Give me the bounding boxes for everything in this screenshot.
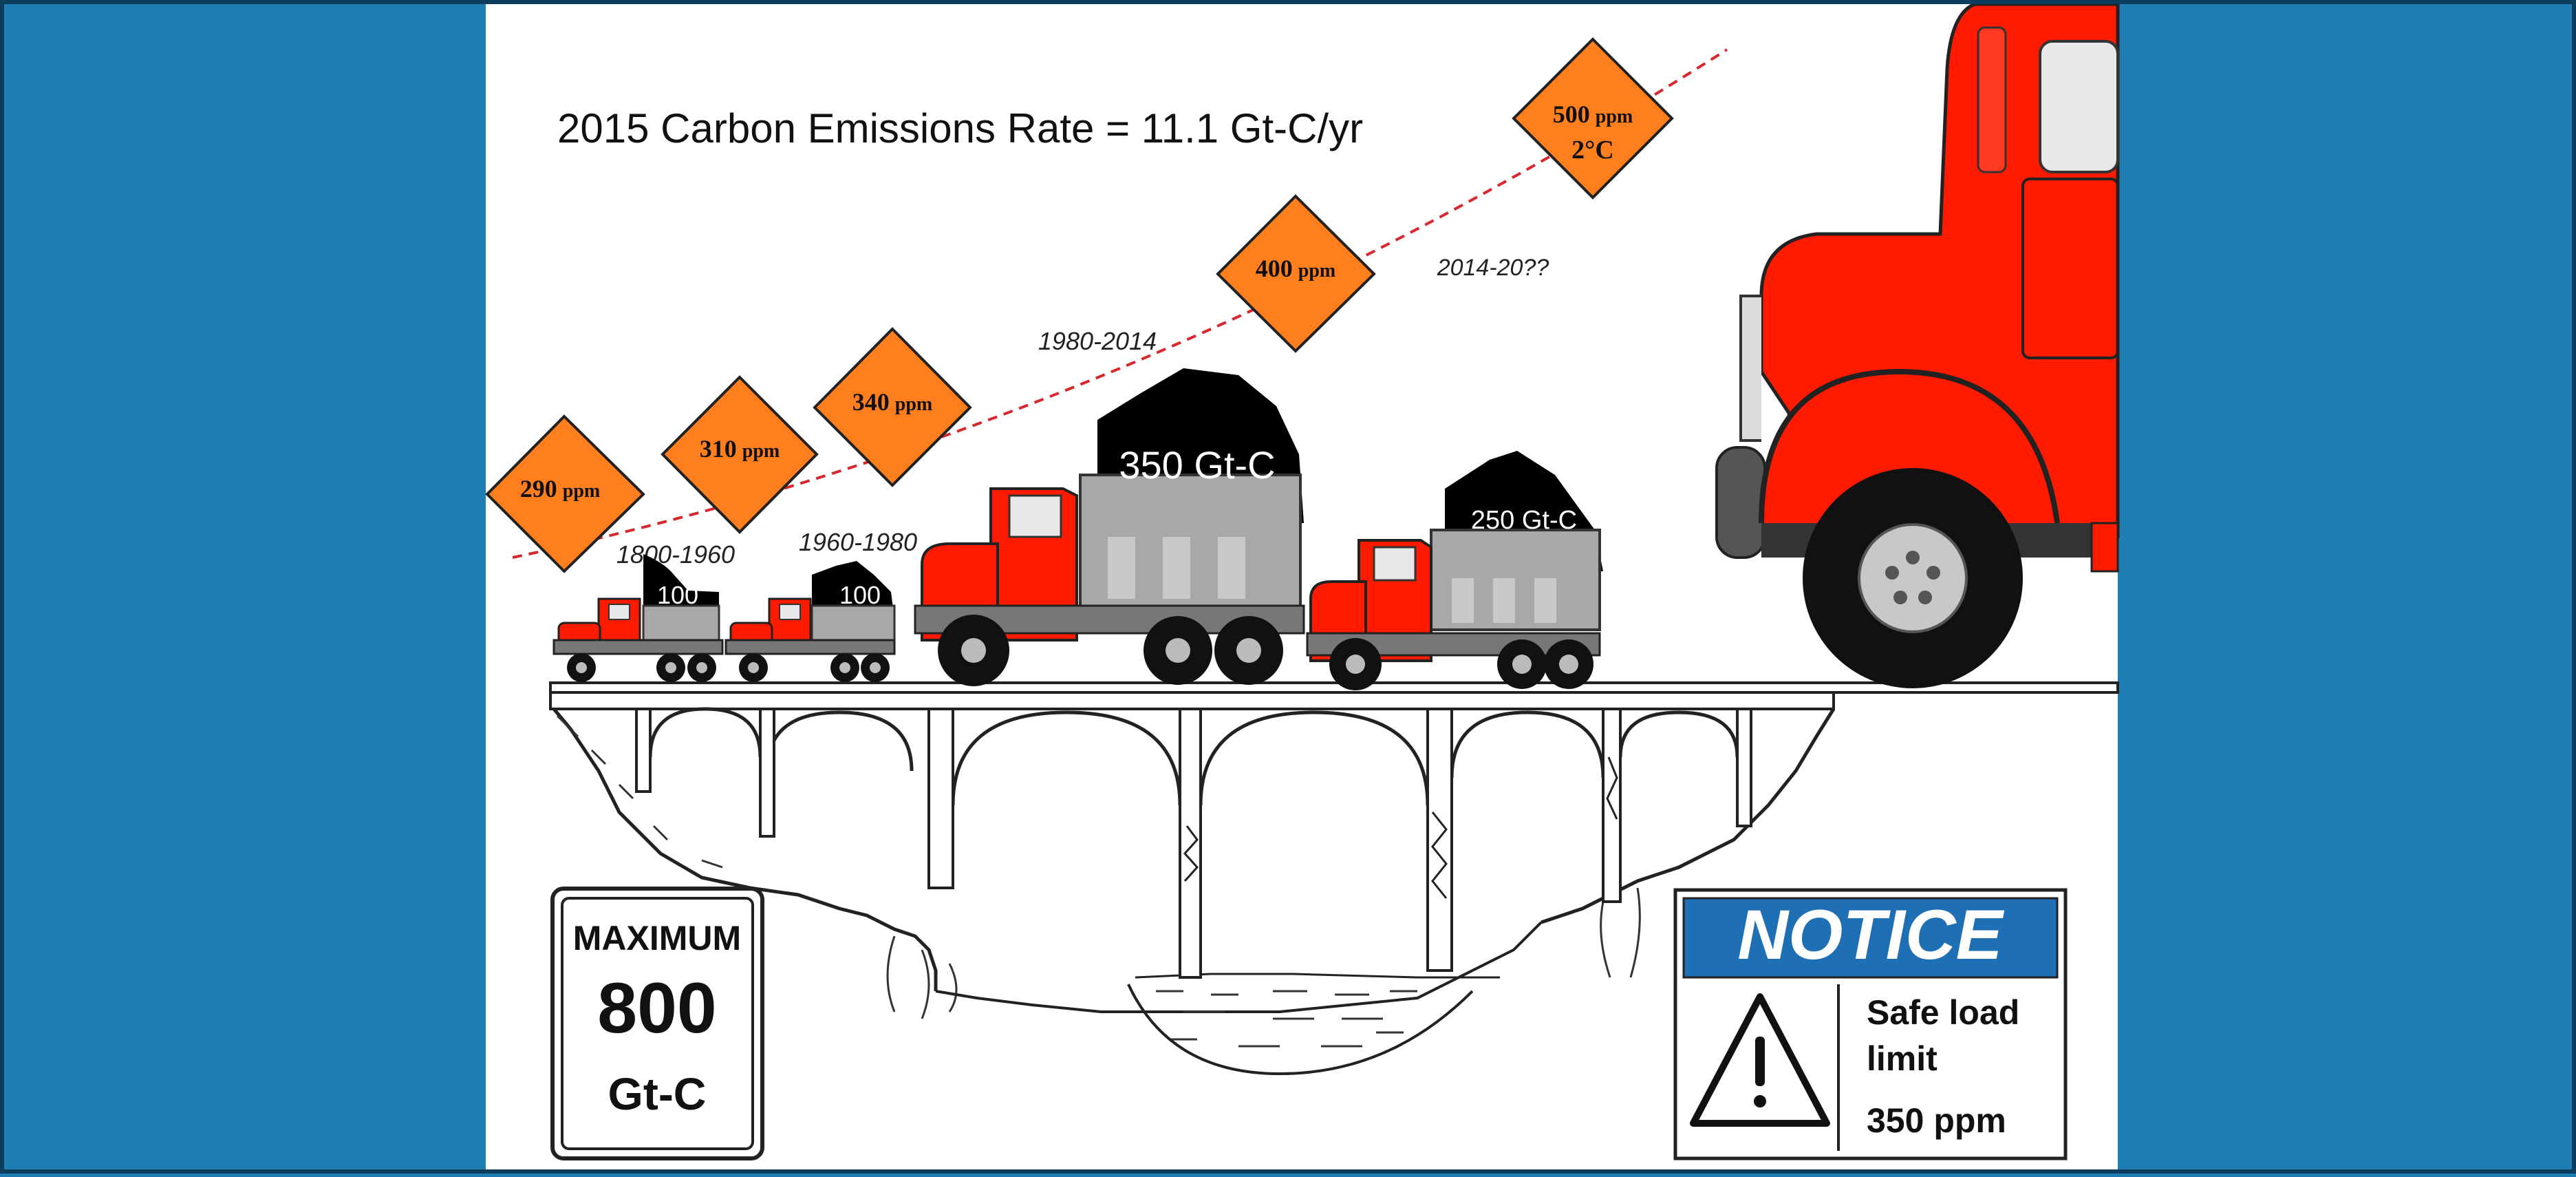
- truck-2014-20: 250 Gt-C: [1306, 451, 1603, 690]
- load-label-4: 250 Gt-C: [1471, 506, 1577, 535]
- giant-truck: [1715, 2, 2120, 688]
- load-label-3: 350 Gt-C: [1119, 443, 1275, 487]
- maximum-unit: Gt-C: [608, 1068, 707, 1119]
- period-label-1800-1960: 1800-1960: [616, 540, 735, 569]
- maximum-value: 800: [597, 968, 717, 1048]
- trend-curve: [512, 48, 1728, 559]
- period-label-2014-20: 2014-20??: [1437, 255, 1549, 281]
- notice-header: NOTICE: [1737, 895, 2004, 974]
- period-label-1980-2014: 1980-2014: [1038, 327, 1157, 355]
- truck-1980-2014: 350 Gt-C: [914, 368, 1305, 686]
- load-label-2: 100: [839, 581, 881, 609]
- chart-title: 2015 Carbon Emissions Rate = 11.1 Gt-C/y…: [557, 105, 1363, 151]
- period-label-1960-1980: 1960-1980: [799, 528, 917, 556]
- truck-1960-1980: 100: [724, 561, 896, 682]
- warning-triangle-icon: [1690, 993, 1830, 1127]
- notice-line-2: limit: [1867, 1039, 1938, 1078]
- bridge: [549, 681, 2119, 1076]
- maximum-label: MAXIMUM: [573, 919, 741, 957]
- two-degrees-label: 2°C: [1571, 136, 1614, 165]
- maximum-load-sign: MAXIMUM 800 Gt-C: [550, 887, 764, 1160]
- load-label-1: 100: [657, 581, 698, 609]
- notice-sign: NOTICE Safe load limit 350 ppm: [1673, 888, 2068, 1160]
- notice-line-1: Safe load: [1867, 993, 2019, 1032]
- truck-1800-1960: 100: [552, 554, 724, 682]
- notice-line-3: 350 ppm: [1867, 1101, 2006, 1140]
